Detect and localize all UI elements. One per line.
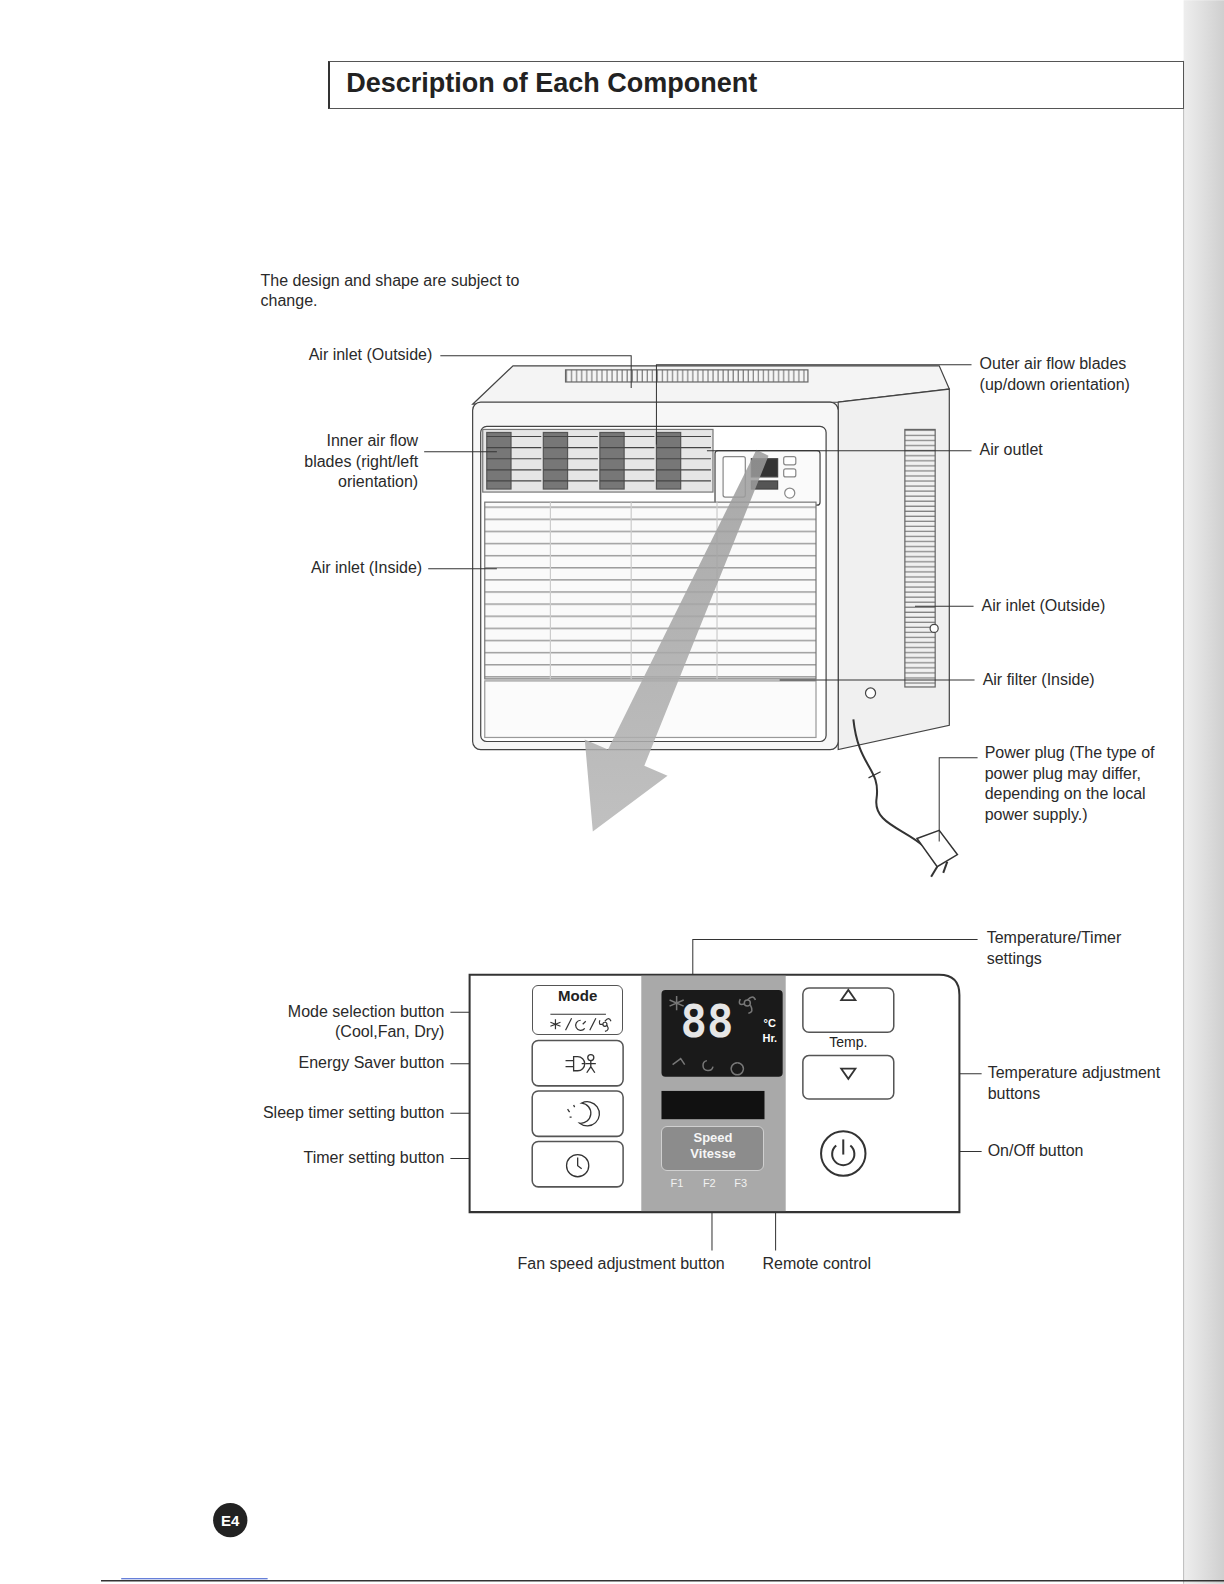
note: The design and shape are subject to chan… — [261, 271, 546, 312]
leader-lines — [424, 356, 981, 1251]
blade — [543, 480, 598, 481]
part-label: Inner air flow blades (right/left orient… — [278, 431, 418, 492]
part-label: Fan speed adjustment button — [501, 1254, 741, 1274]
fan-speed-step: F3 — [734, 1176, 747, 1190]
fan-speed-step: F2 — [703, 1176, 716, 1190]
part-label: Temperature adjustment buttons — [988, 1063, 1188, 1104]
blade — [487, 469, 542, 470]
blade — [656, 458, 711, 459]
blade — [543, 469, 598, 470]
page-number: E4 — [210, 1511, 250, 1530]
blade — [543, 458, 598, 459]
blade — [487, 480, 542, 481]
part-label: Air outlet — [980, 440, 1043, 460]
blade — [543, 436, 598, 437]
blade — [600, 436, 655, 437]
part-label: Air filter (Inside) — [983, 670, 1095, 690]
part-label: Outer air flow blades (up/down orientati… — [980, 354, 1170, 395]
control-panel — [470, 975, 960, 1212]
title: Description of Each Component — [346, 68, 757, 99]
blade — [487, 436, 542, 437]
part-label: Sleep timer setting button — [263, 1103, 444, 1123]
blade — [656, 469, 711, 470]
part-label: On/Off button — [988, 1141, 1084, 1161]
blade — [487, 458, 542, 459]
blade — [656, 447, 711, 448]
air-conditioner — [473, 366, 958, 877]
blade — [600, 480, 655, 481]
blade — [656, 436, 711, 437]
part-label: Temperature/Timer settings — [987, 928, 1147, 969]
page-edge — [1184, 0, 1224, 1584]
button-text: Speed Vitesse — [683, 1127, 743, 1163]
part-label: Energy Saver button — [298, 1053, 444, 1073]
airflow-arrow — [585, 450, 769, 832]
part-label: Power plug (The type of power plug may d… — [985, 743, 1177, 825]
blade — [543, 447, 598, 448]
title-box: Description of Each Component — [328, 61, 1183, 109]
speed-button: Speed Vitesse — [661, 1126, 764, 1171]
button-text: Mode — [533, 986, 622, 1006]
blade — [487, 447, 542, 448]
blade — [600, 447, 655, 448]
fan-speed-step: F1 — [671, 1176, 684, 1190]
part-label: Timer setting button — [304, 1148, 445, 1168]
part-label: Air inlet (Outside) — [982, 596, 1106, 616]
blade — [600, 469, 655, 470]
display-digits: 88 — [667, 1000, 747, 1044]
mode-button: Mode — [532, 985, 623, 1035]
part-label: Mode selection button (Cool,Fan, Dry) — [254, 1002, 444, 1043]
blade — [600, 458, 655, 459]
button-caption: Temp. — [808, 1034, 888, 1052]
blade — [656, 480, 711, 481]
part-label: Remote control — [762, 1254, 871, 1274]
part-label: Air inlet (Outside) — [309, 345, 433, 365]
display-unit: Hr. — [762, 1031, 777, 1045]
part-label: Air inlet (Inside) — [311, 558, 422, 578]
display-unit: °C — [763, 1016, 775, 1030]
